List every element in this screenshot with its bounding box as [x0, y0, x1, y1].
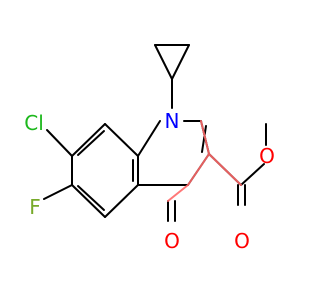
highlight-bond: [187, 153, 210, 186]
bond-lines: [43, 44, 267, 222]
highlight-bond: [167, 184, 189, 202]
n-c8a-bond: [137, 120, 161, 157]
c6-f-bond: [43, 184, 73, 200]
ketone-oxygen-label: O: [164, 229, 180, 253]
chlorine-label: Cl: [24, 111, 44, 135]
ester-carbonyl-oxygen-label: O: [234, 229, 250, 253]
c5-c4a-bond: [104, 184, 139, 218]
highlight-bond: [208, 153, 242, 186]
c6-c5-bond: [71, 184, 106, 218]
ester-c-o-bond: [240, 163, 265, 186]
c7-cl-bond: [46, 129, 73, 157]
c8-c7-bond: [71, 123, 106, 157]
ester-ether-oxygen-label: O: [259, 144, 275, 168]
fluorine-label: F: [29, 195, 41, 219]
highlight-bond: [200, 120, 210, 155]
molecule-structure-drawing: N Cl F O O O: [24, 44, 275, 253]
cyclopropyl-bond: [171, 44, 190, 80]
c6-c5-inner-bond: [77, 185, 105, 211]
nitrogen-label: N: [165, 109, 180, 133]
highlight-lines: [167, 120, 242, 202]
c8a-c8-bond: [104, 123, 139, 157]
c8-c7-inner-bond: [77, 130, 105, 156]
cyclopropyl-bond: [154, 44, 173, 80]
structure-canvas: N Cl F O O O: [24, 44, 275, 253]
c2-c3-double-bond: [201, 125, 207, 153]
